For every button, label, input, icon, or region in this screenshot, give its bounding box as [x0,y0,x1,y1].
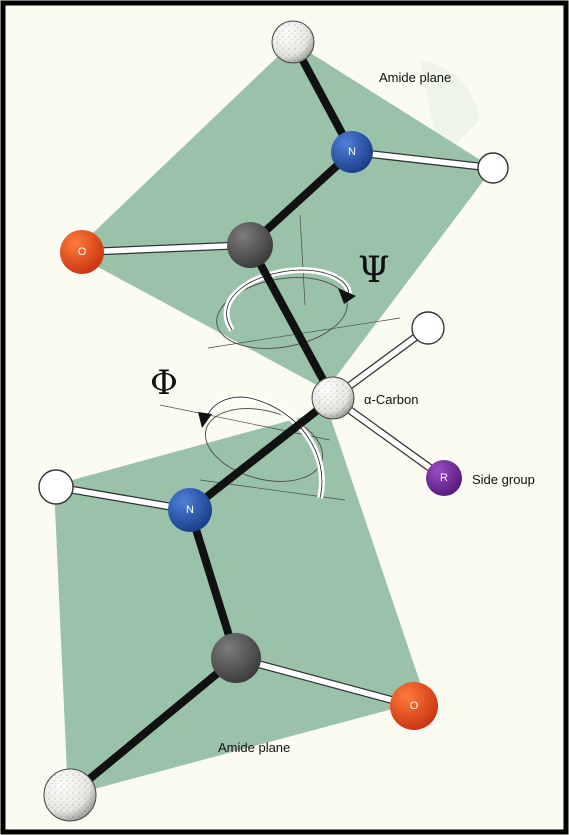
alpha-carbon-atom [311,376,355,420]
carbonyl-carbon-top [227,222,273,268]
phi-rotation-arrow [198,394,325,499]
svg-text:R: R [440,472,448,484]
phi-symbol: Φ [150,363,178,403]
oxygen-atom-top: O [60,230,104,274]
white-bonds [52,148,497,710]
atom-speckled-bottom [43,768,97,822]
side-group-label: Side group [472,472,535,487]
svg-text:N: N [186,504,194,516]
amide-plane-top-label: Amide plane [379,70,451,85]
svg-text:O: O [410,700,419,712]
nitrogen-atom-top: N [331,131,373,173]
atom-speckled-top [271,20,315,64]
svg-text:N: N [348,146,356,158]
svg-text:O: O [78,246,87,258]
nitrogen-atom-bottom: N [168,488,212,532]
amide-plane-bottom-label: Amide plane [218,740,290,755]
oxygen-atom-bottom: O [390,682,438,730]
side-group-atom: R [426,460,462,496]
hydrogen-atom-alpha [411,311,445,345]
psi-symbol: Ψ [358,250,390,291]
hydrogen-atom-left [38,469,74,505]
carbonyl-carbon-bottom [211,633,261,683]
psi-rotation-arrow [216,266,356,349]
hydrogen-atom-top-right [477,152,509,184]
alpha-carbon-label: α-Carbon [364,392,418,407]
